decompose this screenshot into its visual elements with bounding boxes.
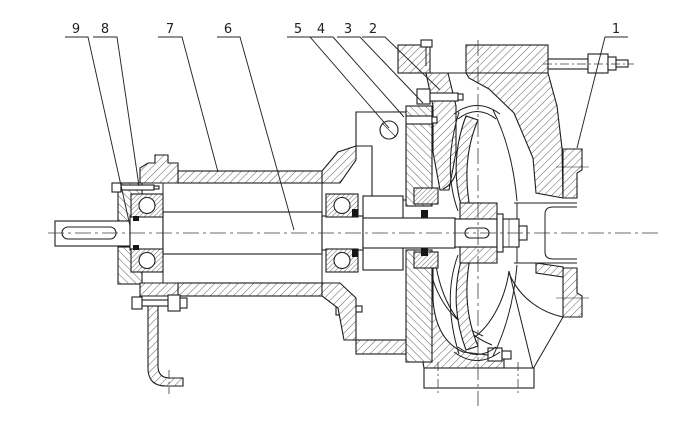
callout-leaders [65,36,628,231]
bracket-wall-bottom [177,282,323,297]
bearing-ball [138,196,156,215]
shaft [54,211,528,255]
gland-packing-upper [413,187,439,205]
callout-label-8: 8 [101,22,109,37]
discharge-flange [397,39,634,74]
casing-cover-lower [405,249,433,363]
bearing-ball [333,196,351,215]
bracket-wall-top [177,170,323,184]
casing-wall-top-right [465,72,564,199]
callout-label-7: 7 [166,22,174,37]
callout-label-1: 1 [612,22,620,37]
bearing-bracket [111,111,407,355]
leader-line-8 [93,36,140,187]
shaft-seals [133,209,428,257]
bearing-ball [333,251,351,270]
callout-label-3: 3 [344,22,352,37]
leader-line-3 [337,36,424,104]
bearing-right [325,193,359,273]
bearing-cap-top [139,154,179,184]
discharge-flange-bolt [543,53,634,74]
leader-line-7 [158,36,219,173]
support-foot-bolt [131,294,188,312]
callout-label-9: 9 [72,22,80,37]
callout-labels: 9 8 7 6 5 4 3 2 1 [72,22,620,37]
volute-casing [397,39,634,389]
callout-label-5: 5 [294,22,302,37]
casing-foot [423,347,535,389]
leader-line-2 [362,36,441,91]
leader-line-4 [310,36,405,118]
leader-line-1 [576,36,628,149]
leader-line-6 [217,36,295,231]
impeller-hub-upper [459,202,498,220]
callout-label-6: 6 [224,22,232,37]
bearing-ball [138,251,156,270]
flange-stud-small [420,39,433,48]
support-foot [131,294,188,394]
callout-label-2: 2 [369,22,377,37]
callout-label-4: 4 [317,22,325,37]
bearing-left [130,193,164,273]
drain-plug [487,347,503,362]
impeller-hub-lower [459,246,498,264]
leader-line-9 [65,36,131,227]
centerlines [48,40,660,406]
casing-rib [508,270,564,370]
impeller [449,105,518,361]
support-foot-strip [147,305,184,387]
